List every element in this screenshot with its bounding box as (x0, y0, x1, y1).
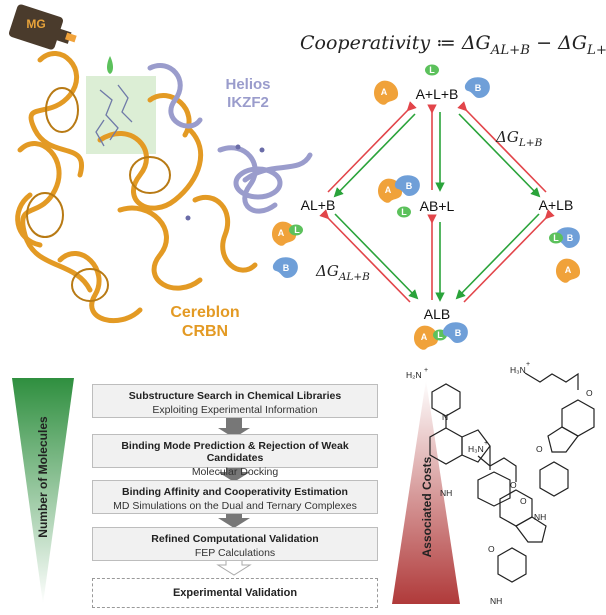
glyph-letter: L (437, 330, 443, 340)
state-bottom: ALB (424, 306, 450, 322)
mg-bottle-icon (8, 4, 113, 74)
associated-costs-label: Associated Costs (420, 456, 434, 558)
svg-text:NH: NH (440, 488, 452, 498)
svg-text:O: O (586, 388, 593, 398)
svg-text:H₃N: H₃N (468, 444, 484, 454)
svg-text:NH: NH (490, 596, 502, 606)
glutarimide-ring-1 (477, 471, 511, 507)
step-subtitle: FEP Calculations (194, 547, 276, 559)
state-left: AL+B (301, 197, 336, 213)
helios-label: Helios IKZF2 (208, 76, 288, 112)
svg-text:O: O (536, 444, 543, 454)
step-box-3: Binding Affinity and Cooperativity Estim… (92, 480, 378, 514)
cereblon-label-line-2: CRBN (181, 323, 229, 340)
step-box-5: Experimental Validation (92, 578, 378, 608)
delta-g-lb-label: ΔGL+B (496, 128, 543, 149)
svg-text:H₃N: H₃N (510, 365, 526, 375)
glyph-letter: A (421, 332, 428, 342)
step-box-4: Refined Computational Validation FEP Cal… (92, 527, 378, 561)
cooperativity-equation: Cooperativity ≔ ΔGAL+B − ΔGL+B (300, 32, 606, 58)
step-title: Binding Affinity and Cooperativity Estim… (122, 486, 348, 498)
step-title: Refined Computational Validation (151, 533, 319, 545)
glyph-letter: L (429, 65, 435, 75)
chem-labels: H₂N + H₃N + H₃N + N O O NH O O NH NH O (406, 361, 593, 606)
binding-site-highlight (86, 76, 156, 154)
benzene-ring-3 (499, 489, 533, 527)
svg-text:O: O (488, 544, 495, 554)
svg-text:+: + (484, 440, 488, 447)
glyph-letter: A (278, 228, 285, 238)
helios-label-line-1: Helios (225, 76, 271, 93)
svg-text:O: O (510, 480, 517, 490)
step-box-1: Substructure Search in Chemical Librarie… (92, 384, 378, 418)
number-of-molecules-label: Number of Molecules (36, 416, 50, 538)
glyph-letter: B (567, 233, 574, 243)
cycle-arrows (319, 101, 555, 303)
cereblon-label: Cereblon CRBN (150, 303, 260, 341)
svg-text:N: N (442, 412, 448, 422)
piperazine-ring (431, 383, 461, 417)
step-subtitle: Molecular Docking (191, 466, 279, 478)
glyph-letter: B (455, 328, 462, 338)
step-box-2: Binding Mode Prediction & Rejection of W… (92, 434, 378, 478)
glyph-letter: B (475, 83, 482, 93)
svg-text:+: + (424, 367, 428, 374)
glyph-letter: L (553, 233, 559, 243)
cereblon-helices (26, 87, 171, 302)
molecules-funnel (12, 378, 74, 604)
glyph-letter: A (385, 185, 392, 195)
chem-structures (429, 372, 595, 583)
step-title: Experimental Validation (172, 587, 298, 599)
svg-text:NH: NH (534, 512, 546, 522)
step-subtitle: MD Simulations on the Dual and Ternary C… (113, 500, 357, 512)
benzene-ring-2 (561, 399, 595, 437)
helios-label-line-2: IKZF2 (227, 94, 269, 111)
ligand-sticks (95, 84, 133, 147)
cereblon-label-line-1: Cereblon (170, 304, 240, 321)
svg-text:O: O (520, 496, 527, 506)
drop-icon (107, 56, 113, 74)
step-subtitle: Exploiting Experimental Information (152, 404, 318, 416)
state-top: A+L+B (416, 86, 459, 102)
step-title: Binding Mode Prediction & Rejection of W… (121, 440, 349, 464)
svg-text:H₂N: H₂N (406, 370, 422, 380)
glyph-letters: A L B A B L A L B L B A A L B (278, 65, 574, 342)
glyph-letter: L (401, 207, 407, 217)
state-center: AB+L (420, 198, 455, 214)
step-title: Substructure Search in Chemical Librarie… (128, 390, 342, 402)
glyph-letter: A (565, 265, 572, 275)
protein-structure (15, 51, 313, 324)
glyph-letter: L (294, 225, 300, 235)
glyph-letter: B (406, 181, 413, 191)
glutarimide-ring-3 (497, 547, 527, 583)
svg-text:+: + (526, 361, 530, 368)
delta-g-alb-label: ΔGAL+B (316, 262, 370, 283)
state-right: A+LB (539, 197, 574, 213)
glutarimide-ring-2 (539, 461, 569, 497)
glyph-letter: B (283, 263, 290, 273)
mg-badge: MG (26, 17, 46, 31)
cost-triangle (392, 380, 460, 604)
glyph-letter: A (381, 87, 388, 97)
cereblon-ribbon (15, 51, 258, 324)
